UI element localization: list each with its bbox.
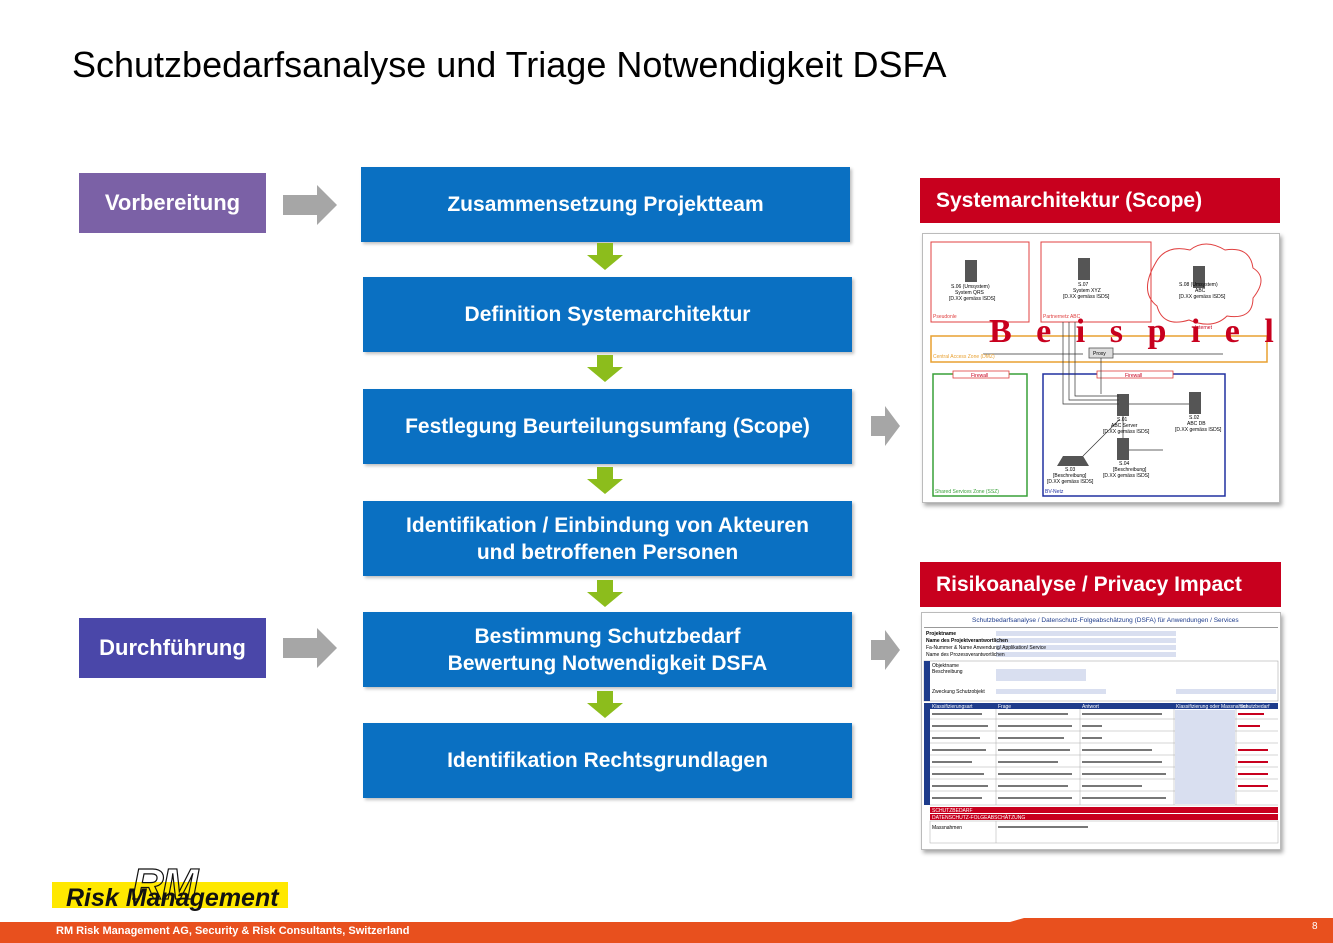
- arrow-down-icon: [587, 355, 623, 382]
- phase-durchfuehrung: Durchführung: [79, 618, 266, 678]
- architecture-diagram-thumbnail: B e i s p i e l Pseudonle Partnernetz AB…: [922, 233, 1280, 503]
- server-label: [Beschreibung]: [1053, 473, 1087, 479]
- column-header: Klassifizierung oder Massnahme: [1176, 704, 1248, 710]
- zone-label: Pseudonle: [933, 314, 957, 320]
- section-label: Zweckung Schutzobjekt: [932, 689, 985, 695]
- arrow-down-icon: [587, 580, 623, 607]
- phase-label: Vorbereitung: [104, 190, 241, 215]
- page-number: 8: [1312, 921, 1318, 932]
- arrow-right-icon: [871, 406, 900, 446]
- arrow-right-icon: [283, 628, 337, 668]
- server-label: S.07: [1078, 282, 1089, 288]
- zone-label: Partnernetz ABC: [1043, 314, 1081, 320]
- server-label: ABC Server: [1111, 423, 1138, 429]
- firewall-label: Firewall: [971, 373, 988, 379]
- arrow-down-icon: [587, 691, 623, 718]
- section-label: Objektname: [932, 663, 959, 669]
- step-line: Festlegung Beurteilungsumfang (Scope): [405, 415, 810, 438]
- server-label: S.06 (Umsystem): [951, 284, 990, 290]
- server-label: S.03: [1065, 467, 1076, 473]
- step-line: und betroffenen Personen: [476, 540, 739, 564]
- server-label: ABC DB: [1187, 421, 1206, 427]
- logo-mark: RM: [131, 859, 199, 909]
- server-label: [Beschreibung]: [1113, 467, 1147, 473]
- step-rechtsgrundlagen: Identifikation Rechtsgrundlagen: [363, 723, 852, 798]
- column-header: Antwort: [1082, 704, 1100, 710]
- server-label: S.02: [1189, 415, 1200, 421]
- step-line: Identifikation Rechtsgrundlagen: [447, 749, 768, 772]
- server-label: [D.XX gemäss ISDS]: [1047, 479, 1094, 485]
- phase-vorbereitung: Vorbereitung: [79, 173, 266, 233]
- server-label: [D.XX gemäss ISDS]: [1103, 429, 1150, 435]
- section-label: Beschreibung: [932, 669, 963, 675]
- server-label: [D.XX gemäss ISDS]: [1103, 473, 1150, 479]
- column-header: Frage: [998, 704, 1011, 710]
- server-label: [D.XX gemäss ISDS]: [1063, 294, 1110, 300]
- firewall-label: Firewall: [1125, 373, 1142, 379]
- company-logo: RM Risk Management: [52, 859, 288, 912]
- logo-text: Risk Management: [66, 884, 279, 912]
- row-label: Projektname: [926, 631, 956, 637]
- footer-row-label: Massnahmen: [932, 825, 962, 831]
- slide-title: Schutzbedarfsanalyse und Triage Notwendi…: [72, 44, 947, 85]
- arrow-down-icon: [587, 467, 623, 494]
- server-label: [D.XX gemäss ISDS]: [1175, 427, 1222, 433]
- zone-label: BV-Netz: [1045, 489, 1064, 495]
- footer-row-label: DATENSCHUTZ-FOLGEABSCHÄTZUNG: [932, 814, 1025, 821]
- zone-label: Shared Services Zone (SSZ): [935, 489, 999, 495]
- server-label: ABC: [1195, 288, 1206, 294]
- step-line: Bewertung Notwendigkeit DSFA: [447, 651, 768, 675]
- arrow-down-icon: [587, 243, 623, 270]
- risk-sheet: Schutzbedarfsanalyse / Datenschutz-Folge…: [923, 617, 1279, 844]
- footer-row-label: SCHUTZBEDARF: [932, 808, 973, 814]
- footer-bar: [0, 918, 1333, 943]
- step-projektteam: Zusammensetzung Projektteam: [361, 167, 850, 242]
- server-label: S.04: [1119, 461, 1130, 467]
- step-scope: Festlegung Beurteilungsumfang (Scope): [363, 389, 852, 464]
- server-label: S.08 (Umsystem): [1179, 282, 1218, 288]
- zone-label: Central Access Zone (DMZ): [933, 354, 995, 360]
- server-label: System QRS: [955, 290, 985, 296]
- row-label: Name des Projektverantwortlichen: [926, 638, 1008, 644]
- watermark-text: B e i s p i e l: [989, 313, 1279, 350]
- row-label: Name des Prozessverantwortlichen: [926, 652, 1005, 658]
- column-header: Klassifizierungsart: [932, 704, 973, 710]
- proxy-label: Proxy: [1093, 351, 1106, 357]
- server-label: S.01: [1117, 417, 1128, 423]
- phase-label: Durchführung: [99, 635, 246, 660]
- sheet-title: Schutzbedarfsanalyse / Datenschutz-Folge…: [972, 617, 1239, 624]
- risk-analysis-thumbnail: Schutzbedarfsanalyse / Datenschutz-Folge…: [921, 612, 1281, 850]
- server-label: System XYZ: [1073, 288, 1101, 294]
- row-label: Fa-Nummer & Name Anwendung/ Applikation/…: [926, 645, 1046, 651]
- arrow-right-icon: [283, 185, 337, 225]
- server-label: [D.XX gemäss ISDS]: [949, 296, 996, 302]
- internet-label: Internet: [1195, 325, 1213, 331]
- footer-company-text: RM Risk Management AG, Security & Risk C…: [56, 925, 410, 937]
- server-label: [D.XX gemäss ISDS]: [1179, 294, 1226, 300]
- step-line: Zusammensetzung Projektteam: [447, 193, 764, 216]
- risk-panel-header: Risikoanalyse / Privacy Impact: [920, 562, 1281, 607]
- network-diagram: B e i s p i e l Pseudonle Partnernetz AB…: [930, 241, 1279, 497]
- arrow-right-icon: [871, 630, 900, 670]
- step-systemarchitektur: Definition Systemarchitektur: [363, 277, 852, 352]
- logo-yellow-band: [52, 882, 288, 908]
- architecture-panel-header: Systemarchitektur (Scope): [920, 178, 1280, 223]
- step-line: Identifikation / Einbindung von Akteuren: [406, 513, 809, 537]
- column-header: Schutzbedarf: [1240, 704, 1270, 710]
- step-akteure: Identifikation / Einbindung von Akteuren…: [363, 501, 852, 576]
- panel-header-label: Systemarchitektur (Scope): [936, 188, 1203, 212]
- panel-header-label: Risikoanalyse / Privacy Impact: [936, 572, 1242, 596]
- step-line: Definition Systemarchitektur: [464, 303, 751, 326]
- step-line: Bestimmung Schutzbedarf: [474, 624, 741, 648]
